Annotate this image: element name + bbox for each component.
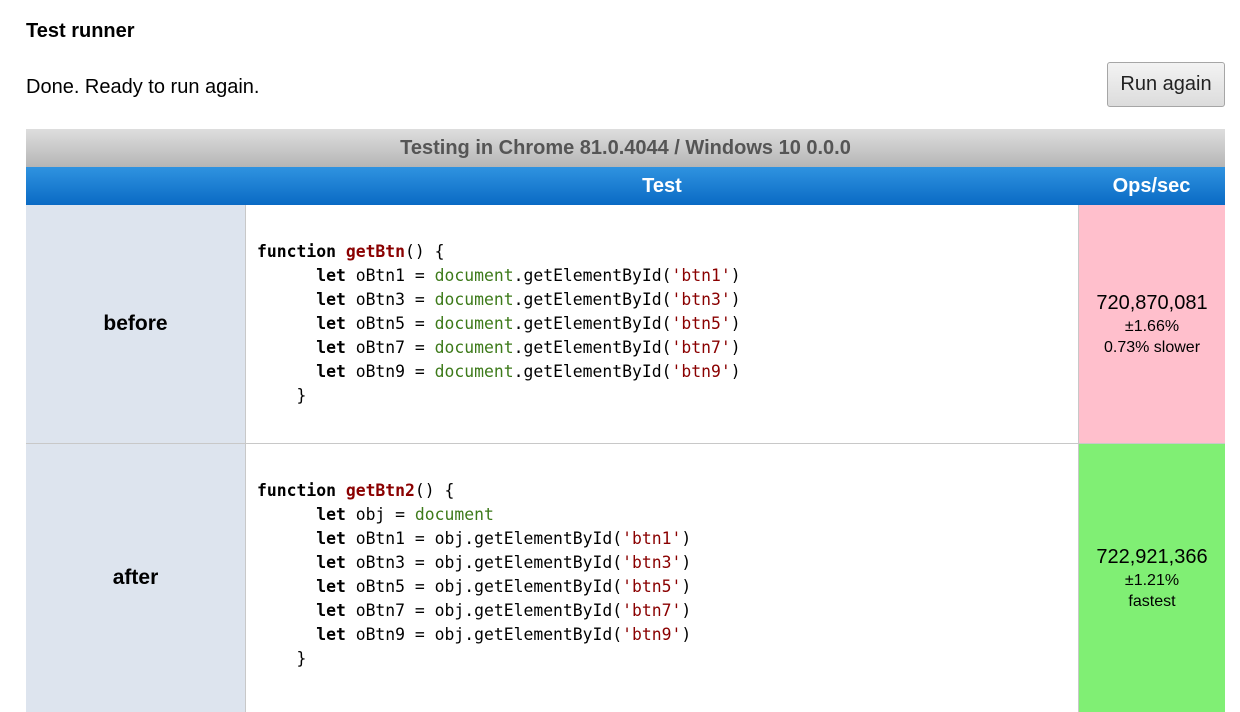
- ops-error-margin: ±1.66%: [1124, 317, 1180, 335]
- environment-header: Testing in Chrome 81.0.4044 / Windows 10…: [26, 129, 1225, 167]
- run-again-button[interactable]: Run again: [1107, 62, 1225, 107]
- test-name: after: [26, 444, 246, 712]
- test-code: function getBtn() { let oBtn1 = document…: [246, 205, 1078, 443]
- ops-result-cell: 722,921,366 ±1.21% fastest: [1078, 444, 1225, 712]
- status-message: Done. Ready to run again.: [26, 76, 260, 98]
- table-header: Test Ops/sec: [26, 167, 1225, 205]
- header-name-column: [26, 167, 246, 205]
- test-name: before: [26, 205, 246, 443]
- ops-rank: 0.73% slower: [1103, 338, 1201, 356]
- code-function-name: getBtn2: [345, 481, 415, 500]
- test-code: function getBtn2() { let obj = document …: [246, 444, 1078, 712]
- ops-value: 722,921,366: [1096, 545, 1208, 568]
- ops-result-cell: 720,870,081 ±1.66% 0.73% slower: [1078, 205, 1225, 443]
- ops-error-margin: ±1.21%: [1124, 571, 1180, 589]
- header-test: Test: [642, 175, 682, 197]
- results-table: Testing in Chrome 81.0.4044 / Windows 10…: [26, 129, 1225, 712]
- code-function-name: getBtn: [345, 242, 406, 261]
- code-keyword: function: [257, 481, 336, 500]
- header-ops-sec: Ops/sec: [1112, 175, 1191, 197]
- page-title: Test runner: [26, 20, 135, 42]
- table-row: before function getBtn() { let oBtn1 = d…: [26, 205, 1225, 444]
- table-row: after function getBtn2() { let obj = doc…: [26, 444, 1225, 712]
- code-keyword: function: [257, 242, 336, 261]
- ops-value: 720,870,081: [1096, 291, 1208, 314]
- ops-rank: fastest: [1128, 592, 1176, 610]
